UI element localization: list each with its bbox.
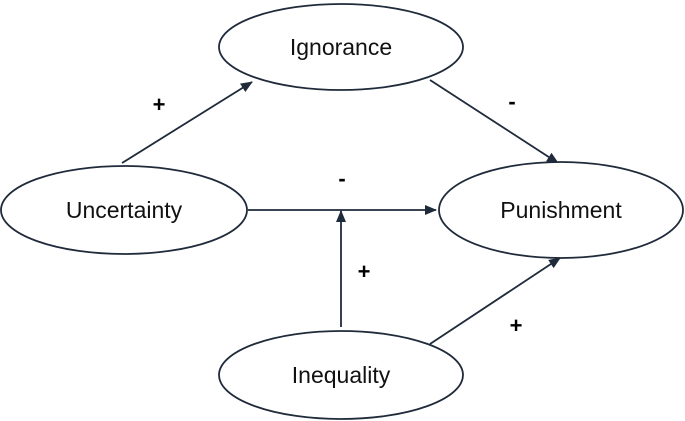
node-inequality: Inequality <box>218 330 464 420</box>
sign-ignorance-to-punishment: - <box>508 89 515 114</box>
node-inequality-label: Inequality <box>292 362 391 388</box>
edge-ignorance-to-punishment <box>429 79 559 164</box>
edge-inequality-to-punishment <box>429 257 561 345</box>
node-uncertainty-label: Uncertainty <box>66 197 183 223</box>
node-uncertainty: Uncertainty <box>0 165 248 255</box>
sign-uncertainty-to-ignorance: + <box>153 92 166 117</box>
edge-uncertainty-to-ignorance <box>121 81 253 164</box>
node-punishment: Punishment <box>438 161 684 259</box>
node-punishment-label: Punishment <box>500 197 622 223</box>
sign-inequality-to-punishment: + <box>510 313 523 338</box>
node-ignorance: Ignorance <box>218 3 464 91</box>
node-ignorance-label: Ignorance <box>290 34 392 60</box>
sign-inequality-moderator: + <box>358 259 371 284</box>
sign-uncertainty-to-punishment: - <box>338 166 345 191</box>
